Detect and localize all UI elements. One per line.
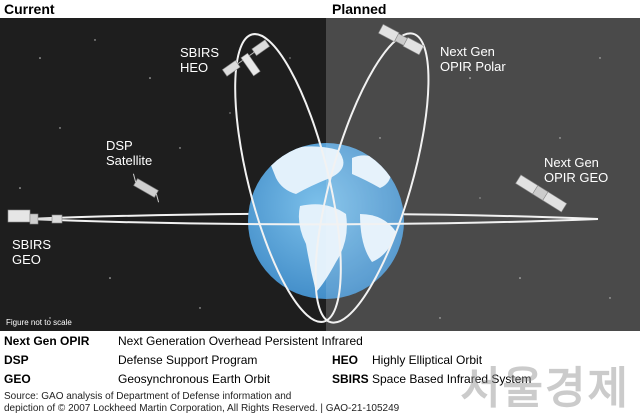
source-line: Source: GAO analysis of Department of De… [4,391,292,402]
legend-abbr: SBIRS [332,372,369,386]
sbirs-heo-satellite-icon [221,39,271,77]
legend-definition: Space Based Infrared System [372,372,532,386]
orbit-diagram [0,18,640,331]
sbirs-heo-orbit [234,33,342,323]
legend-abbr: HEO [332,353,359,367]
geo-orbit-front [27,218,599,226]
legend-abbr: GEO [4,372,31,386]
legend-definition: Highly Elliptical Orbit [372,353,483,367]
sbirs-geo-satellite-icon [7,209,63,225]
next-gen-geo-satellite-icon [515,174,568,213]
watermark-logo: 서울경제 [460,363,630,414]
legend-definition: Defense Support Program [118,353,258,367]
dsp-satellite-label: DSP Satellite [106,138,153,168]
source-line: depiction of © 2007 Lockheed Martin Corp… [4,403,400,414]
figure-note: Figure not to scale [6,318,72,327]
next-gen-polar-label: Next Gen OPIR Polar [440,44,506,74]
next-gen-polar-orbit [314,32,430,324]
current-header: Current [4,1,55,17]
sbirs-geo-label: SBIRS GEO [12,237,52,267]
source-note: Source: GAO analysis of Department of De… [4,391,399,415]
legend-abbr: Next Gen OPIR [4,334,90,348]
legend-abbr: DSP [4,353,29,367]
sbirs-heo-label: SBIRS HEO [180,45,220,75]
legend-definition: Next Generation Overhead Persistent Infr… [118,334,363,348]
dsp-satellite-icon [132,173,160,203]
planned-header: Planned [332,1,387,17]
next-gen-polar-satellite-icon [378,23,425,56]
legend-definition: Geosynchronous Earth Orbit [118,372,271,386]
next-gen-geo-label: Next Gen OPIR GEO [544,155,609,185]
